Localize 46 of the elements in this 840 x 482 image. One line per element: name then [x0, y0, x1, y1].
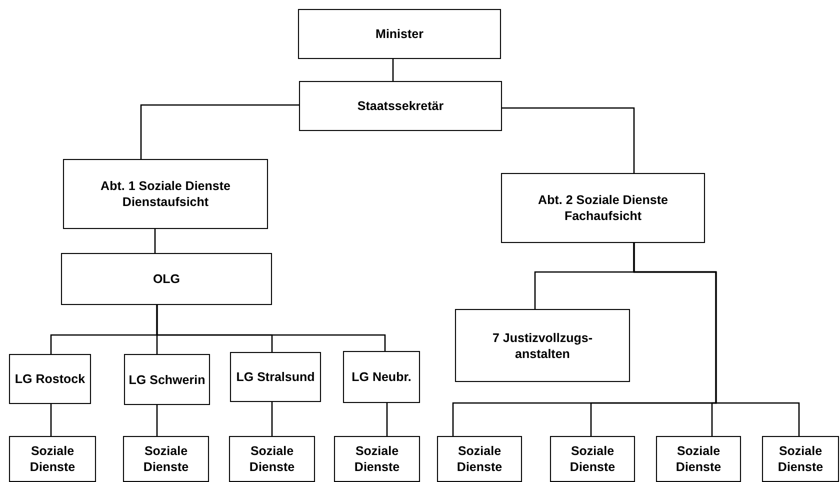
org-unit-box — [63, 159, 268, 229]
connector-line — [154, 229, 156, 253]
unit-name: 7 Justizvollzugs-anstalten — [491, 330, 594, 362]
connector-line — [392, 59, 394, 81]
connector-line — [156, 305, 386, 351]
connector-line — [386, 403, 388, 436]
unit-name: Soziale Dienste — [142, 443, 190, 475]
org-unit-box — [298, 9, 501, 59]
unit-name: Soziale Dienste — [776, 443, 824, 475]
unit-name: Soziale Dienste — [674, 443, 722, 475]
org-unit-box — [9, 436, 96, 482]
unit-name: Soziale Dienste — [353, 443, 401, 475]
unit-name: OLG — [152, 271, 180, 287]
unit-name: Soziale Dienste — [456, 443, 504, 475]
org-unit-box — [343, 351, 420, 403]
org-unit-box — [61, 253, 272, 305]
org-unit-box — [501, 173, 705, 243]
unit-name: Abt. 2 Soziale Dienste Fachaufsicht — [537, 192, 669, 224]
connector-line — [140, 104, 299, 159]
org-unit-box — [437, 436, 522, 482]
org-unit-box — [455, 309, 630, 382]
connector-line — [50, 404, 52, 436]
connector-line — [633, 243, 800, 436]
org-unit-box — [9, 354, 91, 404]
connector-line — [271, 402, 273, 436]
unit-name: Abt. 1 Soziale Dienste Dienstaufsicht — [100, 178, 232, 210]
unit-name: Soziale Dienste — [248, 443, 296, 475]
connector-line — [502, 107, 635, 173]
org-unit-box — [299, 81, 502, 131]
org-unit-box — [334, 436, 420, 482]
org-unit-box — [656, 436, 741, 482]
org-unit-box — [123, 436, 209, 482]
unit-name: Soziale Dienste — [28, 443, 76, 475]
org-unit-box — [124, 354, 210, 405]
unit-name: Soziale Dienste — [568, 443, 616, 475]
org-unit-box — [762, 436, 839, 482]
org-unit-box — [550, 436, 635, 482]
unit-name: Minister — [376, 26, 424, 42]
unit-name: Staatssekretär — [357, 98, 444, 114]
unit-name: LG Neubr. — [352, 369, 412, 385]
unit-name: LG Rostock — [14, 371, 86, 387]
unit-name: LG Stralsund — [236, 369, 315, 385]
org-unit-box — [229, 436, 315, 482]
connector-line — [156, 405, 158, 436]
org-unit-box — [230, 352, 321, 402]
unit-name: LG Schwerin — [128, 372, 206, 388]
